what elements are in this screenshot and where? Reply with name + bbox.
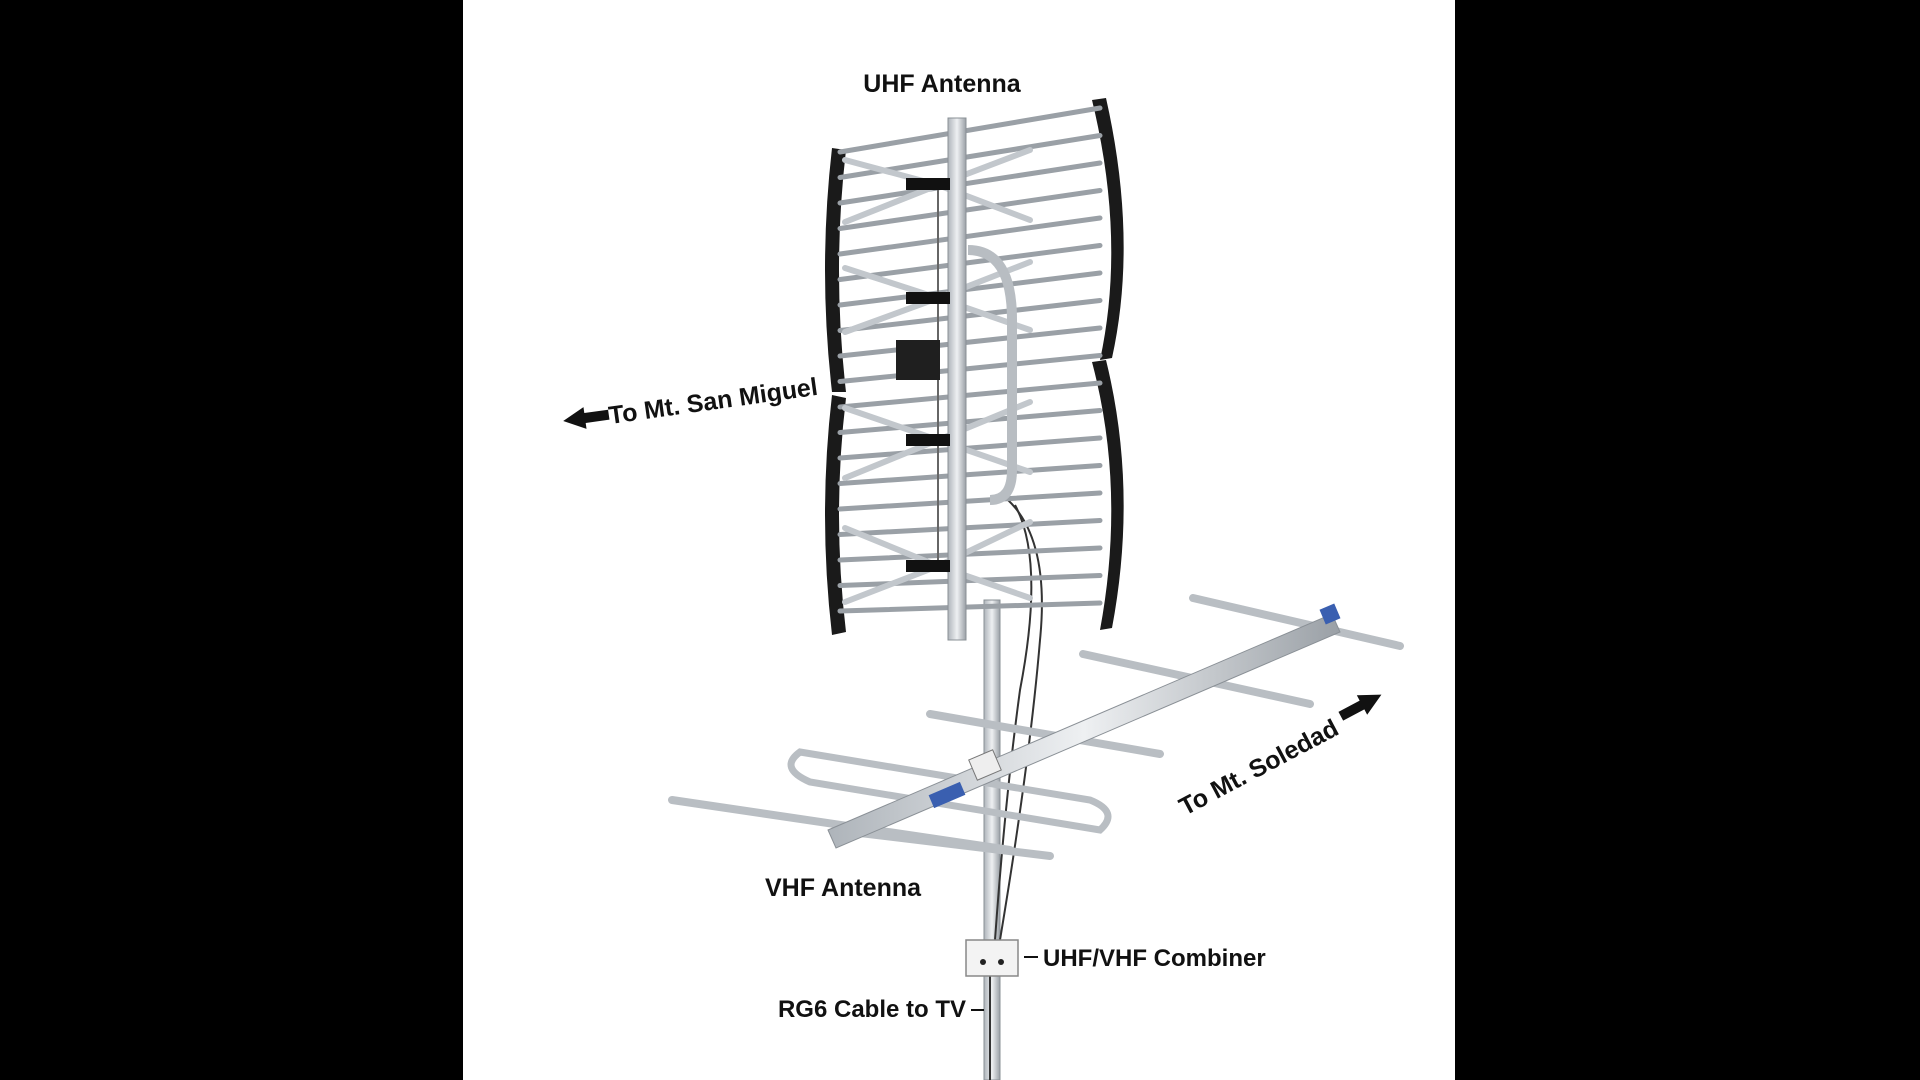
vhf-antenna — [668, 594, 1404, 860]
vhf-dipole-clamp — [928, 781, 966, 809]
uhf-reflector-rod — [837, 188, 1103, 231]
uhf-reflector-rod — [837, 160, 1103, 206]
uhf-center-boom — [947, 117, 967, 641]
uhf-reflector-rod — [837, 573, 1103, 588]
uhf-reflector-rod — [837, 600, 1103, 614]
uhf-mount-bracket — [967, 245, 1017, 505]
uhf-reflector-rod — [837, 518, 1103, 537]
uhf-reflector-rod — [837, 243, 1103, 282]
vhf-mast-clamp — [968, 749, 1002, 781]
uhf-reflector-rod — [837, 463, 1103, 486]
uhf-antenna — [825, 98, 1124, 641]
arrow-left-icon — [563, 407, 610, 429]
vhf-boom-end-cap — [1319, 603, 1341, 625]
uhf-reflector-rod — [837, 105, 1103, 155]
vhf-folded-dipole — [787, 748, 1112, 834]
uhf-reflector-right-upper — [1092, 98, 1124, 360]
mast — [983, 599, 1001, 1080]
uhf-antenna-label: UHF Antenna — [863, 70, 1021, 98]
uhf-reflector-left-upper — [825, 148, 846, 392]
uhf-clamp-2 — [906, 292, 950, 304]
uhf-vhf-combiner — [965, 939, 1019, 977]
uhf-reflector-rod — [837, 298, 1103, 333]
uhf-reflector-rod — [837, 270, 1103, 308]
uhf-reflector-rod — [837, 325, 1103, 359]
uhf-balun-box — [896, 340, 940, 380]
uhf-reflector-left-lower — [825, 395, 846, 635]
vhf-antenna-label: VHF Antenna — [765, 874, 922, 902]
uhf-clamp-4 — [906, 560, 950, 572]
uhf-clamp-3 — [906, 434, 950, 446]
vhf-reflector-element — [831, 826, 1054, 860]
uhf-reflector-rod — [837, 380, 1103, 410]
uhf-reflector-rod — [837, 408, 1103, 435]
uhf-reflector-rod — [837, 353, 1103, 384]
uhf-reflector-rod — [837, 215, 1103, 257]
uhf-reflector-rod — [837, 490, 1103, 512]
combiner-label: UHF/VHF Combiner — [1043, 945, 1266, 972]
arrow-right-icon — [1338, 694, 1382, 721]
uhf-reflector-right-lower — [1092, 360, 1124, 630]
rg6-cable-label: RG6 Cable to TV — [778, 996, 966, 1023]
uhf-clamp-1 — [906, 178, 950, 190]
